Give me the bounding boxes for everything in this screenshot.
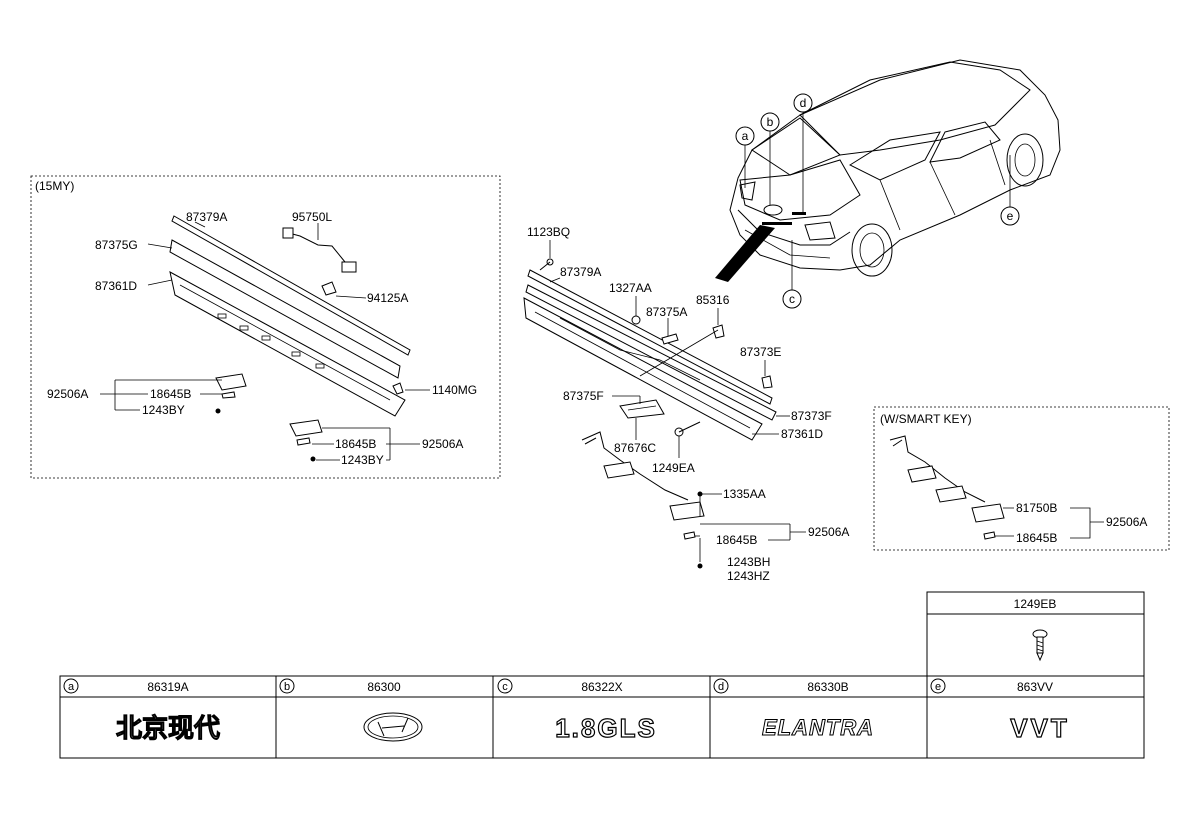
label-81750b: 81750B [1016, 501, 1057, 515]
label-1243hz: 1243HZ [727, 569, 770, 583]
svg-text:d: d [800, 96, 807, 110]
callout-a: a [735, 126, 755, 146]
svg-text:c: c [789, 292, 795, 306]
callout-d: d [793, 93, 813, 113]
label-92506a-center: 92506A [808, 525, 849, 539]
svg-text:e: e [1007, 209, 1014, 223]
smart-key-box-label: (W/SMART KEY) [880, 412, 972, 426]
1-8gls-emblem: 1.8GLS [555, 713, 657, 743]
svg-text:e: e [935, 681, 941, 693]
15my-box-label: (15MY) [35, 179, 74, 193]
svg-text:a: a [742, 129, 749, 143]
15my-garnish-assembly [169, 215, 411, 462]
label-87375f: 87375F [563, 389, 604, 403]
part-number-86319a: 86319A [147, 680, 188, 694]
emblem-col-b: b 86300 [279, 678, 423, 742]
label-18645b-left: 18645B [150, 387, 191, 401]
label-87373e: 87373E [740, 345, 781, 359]
label-87375g: 87375G [95, 238, 138, 252]
emblem-col-d: d 86330B ELANTRA [713, 678, 874, 741]
callout-b: b [760, 112, 780, 132]
part-number-86300: 86300 [367, 680, 401, 694]
beijing-hyundai-emblem: 北京现代 [116, 713, 220, 744]
label-92506a-smart: 92506A [1106, 515, 1147, 529]
label-1327aa: 1327AA [609, 281, 652, 295]
emblem-col-a: a 86319A 北京现代 [63, 678, 221, 745]
label-87375a: 87375A [646, 305, 687, 319]
label-87361d-center: 87361D [781, 427, 823, 441]
label-1243by-right: 1243BY [341, 453, 384, 467]
part-number-863vv: 863VV [1017, 680, 1053, 694]
smart-key-box [873, 406, 1170, 551]
label-95750l: 95750L [292, 210, 332, 224]
label-92506a-left: 92506A [47, 387, 88, 401]
label-1335aa: 1335AA [723, 487, 766, 501]
15my-leaders [100, 221, 430, 461]
label-87373f: 87373F [791, 409, 832, 423]
elantra-emblem: ELANTRA [762, 715, 874, 740]
label-94125a: 94125A [367, 291, 408, 305]
smart-key-assembly [889, 435, 1005, 540]
svg-text:b: b [767, 115, 774, 129]
smart-key-leaders [995, 507, 1104, 539]
svg-text:a: a [68, 681, 75, 693]
vvt-emblem: VVT [1010, 713, 1070, 743]
label-1243bh: 1243BH [727, 555, 770, 569]
label-87379a-15my: 87379A [186, 210, 227, 224]
callout-c: c [782, 289, 802, 309]
part-number-86322x: 86322X [581, 680, 622, 694]
label-1243by-left: 1243BY [142, 403, 185, 417]
label-18645b-center: 18645B [716, 533, 757, 547]
hyundai-logo-icon [363, 712, 423, 742]
label-1140mg: 1140MG [432, 383, 477, 397]
label-18645b-right: 18645B [335, 437, 376, 451]
emblem-col-c: c 86322X 1.8GLS [497, 678, 657, 744]
svg-text:c: c [502, 681, 508, 693]
part-number-86330b: 86330B [807, 680, 848, 694]
fastener-table: 1249EB [926, 591, 1145, 677]
label-1249ea: 1249EA [652, 461, 695, 475]
label-1123bq: 1123BQ [527, 225, 570, 239]
label-87676c: 87676C [614, 441, 656, 455]
fastener-table-header: 1249EB [1014, 597, 1057, 611]
label-87379a-center: 87379A [560, 265, 601, 279]
label-87361d-15my: 87361D [95, 279, 137, 293]
label-18645b-smart: 18645B [1016, 531, 1057, 545]
car-illustration [715, 59, 1061, 290]
emblem-table [59, 675, 1145, 759]
center-leaders [549, 240, 806, 562]
callout-e: e [1000, 206, 1020, 226]
svg-text:d: d [718, 681, 724, 693]
emblem-col-e: e 863VV VVT [930, 678, 1070, 744]
svg-text:b: b [284, 681, 290, 693]
label-85316: 85316 [696, 293, 730, 307]
screw-icon [1032, 629, 1048, 662]
15my-box [30, 175, 501, 479]
center-garnish-assembly [523, 258, 777, 569]
label-92506a-right: 92506A [422, 437, 463, 451]
